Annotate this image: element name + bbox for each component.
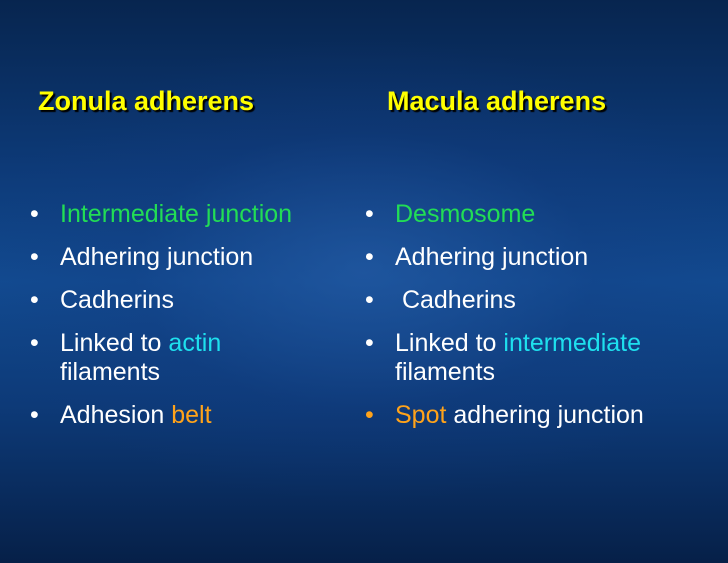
list-item: • Linked to actin filaments [28,329,358,387]
bullet-icon: • [365,200,374,228]
bullet-icon: • [30,200,39,228]
bullet-highlight: actin [168,329,222,357]
bullet-text: Adhering junction [395,243,589,271]
list-item: • Spot adhering junction [363,401,723,430]
bullet-icon: • [365,329,374,357]
bullet-text-continuation: filaments [395,358,496,386]
list-item: • Desmosome [363,200,723,229]
right-bullet-list: • Desmosome • Adhering junction • Cadher… [363,200,723,444]
bullet-icon: • [30,329,39,357]
bullet-text-suffix: adhering junction [446,401,644,429]
list-item: • Adhesion belt [28,401,358,430]
bullet-text-continuation: filaments [60,358,161,386]
bullet-text-prefix: Adhesion [60,401,172,429]
bullet-icon: • [365,401,374,429]
bullet-text-prefix: Linked to [60,329,169,357]
bullet-icon: • [30,286,39,314]
bullet-icon: • [30,401,39,429]
bullet-text: Cadherins [60,286,174,314]
left-bullet-list: • Intermediate junction • Adhering junct… [28,200,358,444]
list-item: • Adhering junction [28,243,358,272]
bullet-icon: • [30,243,39,271]
bullet-text: Adhering junction [60,243,254,271]
list-item: • Cadherins [363,286,723,315]
bullet-text: Desmosome [395,200,536,228]
list-item: • Cadherins [28,286,358,315]
bullet-highlight: intermediate [503,329,641,357]
bullet-icon: • [365,286,374,314]
list-item: • Intermediate junction [28,200,358,229]
list-item: • Adhering junction [363,243,723,272]
list-item: • Linked to intermediate filaments [363,329,723,387]
bullet-text: Cadherins [395,286,516,314]
bullet-highlight: Spot [395,401,447,429]
right-column-heading: Macula adherens [387,86,607,116]
bullet-highlight: belt [171,401,212,429]
bullet-text: Intermediate junction [60,200,293,228]
bullet-icon: • [365,243,374,271]
left-column-heading: Zonula adherens [38,86,255,116]
bullet-text-prefix: Linked to [395,329,504,357]
